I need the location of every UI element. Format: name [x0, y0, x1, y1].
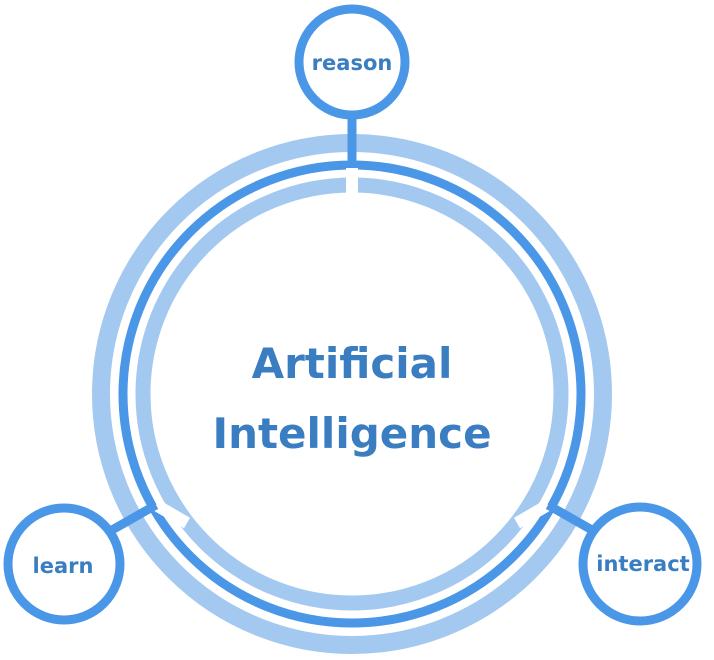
gap-left	[152, 499, 191, 529]
gap-right	[513, 499, 552, 529]
connector-left	[109, 501, 159, 534]
outer-ring	[92, 134, 612, 654]
node-label-reason: reason	[312, 51, 393, 75]
node-circle-top	[294, 4, 410, 120]
node-label-interact: interact	[596, 552, 689, 576]
node-label-learn: learn	[33, 554, 94, 578]
node-circle-right	[578, 502, 702, 626]
connector-right	[545, 501, 595, 534]
middle-ring	[118, 160, 586, 628]
center-label-line1: Artificial	[252, 339, 453, 388]
node-circle-left	[3, 503, 125, 625]
inner-ring	[135, 177, 569, 611]
center-label-line2: Intelligence	[212, 409, 491, 458]
